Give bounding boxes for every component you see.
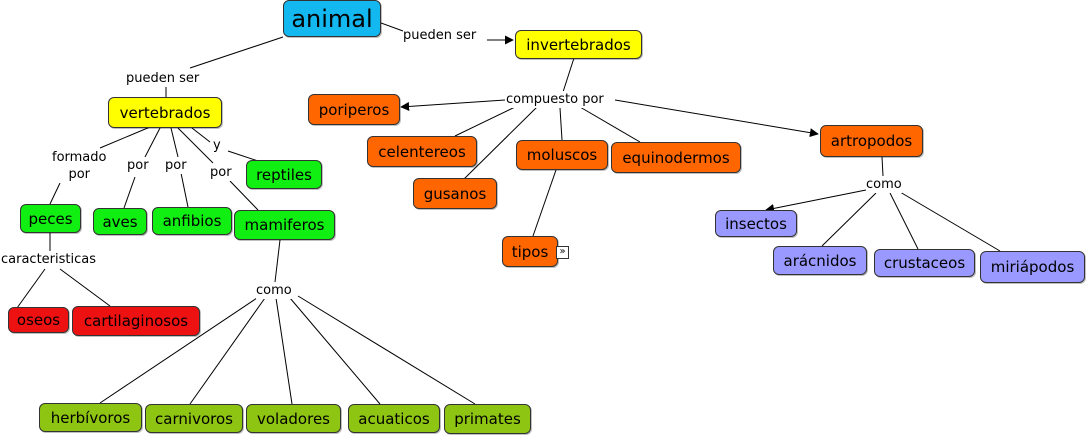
link-compuesto-equino [579,106,641,143]
link-compuesto-moluscos [559,107,563,141]
link-invert-compuesto [562,57,575,93]
link-como-vol [275,297,293,405]
link-vert-por-mamiferos [177,127,214,164]
node-herbivoros[interactable]: herbívoros [39,403,142,432]
node-gusanos[interactable]: gusanos [413,178,497,209]
node-acuaticos[interactable]: acuaticos [348,404,440,433]
node-moluscos[interactable]: moluscos [516,140,608,170]
node-insectos[interactable]: insectos [715,210,797,237]
node-crustaceos[interactable]: crustaceos [874,249,975,277]
link-como-acu [289,297,381,405]
link-y-reptiles [227,150,259,162]
node-invertebrados[interactable]: invertebrados [515,30,642,59]
node-celentereos[interactable]: celentereos [367,136,477,167]
node-tipos[interactable]: tipos [502,236,558,267]
link-label-por-aves: por [127,157,149,174]
link-como-prim [297,295,476,405]
link-por-aves [123,176,136,209]
link-por-mamiferos [229,180,259,211]
link-caract-cartil [59,268,111,307]
link-label-por-anfibios: por [165,157,187,174]
link-animal-vertebrados-a [189,36,284,69]
link-caract-oseos [16,268,46,309]
link-vert-por-anfibios [170,127,179,158]
node-aracnidos[interactable]: arácnidos [773,246,867,275]
node-anfibios[interactable]: anfibios [152,207,232,235]
link-label-caracteristicas: caracteristicas [1,251,96,268]
node-aves[interactable]: aves [93,208,147,235]
link-label-como-mamiferos: como [256,282,292,299]
node-poriperos[interactable]: poriperos [308,94,400,125]
node-primates[interactable]: primates [444,404,531,434]
link-compuesto-poriperos [400,99,506,111]
link-label-por-mamiferos: por [210,164,232,181]
node-equinodermos[interactable]: equinodermos [611,142,741,173]
link-como-herb [99,295,261,404]
link-compuesto-artro [614,99,819,138]
link-label-pueden-ser-right: pueden ser [403,27,477,44]
link-como-carn [189,297,266,405]
node-reptiles[interactable]: reptiles [246,160,322,189]
link-vert-formado [99,126,151,149]
link-label-como-artropodos: como [866,176,902,193]
link-formado-peces [49,182,61,205]
node-miriapodos[interactable]: miriápodos [980,251,1085,283]
link-como-aracnidos [821,192,877,247]
link-mam-como [274,239,281,283]
node-carnivoros[interactable]: carnivoros [145,404,243,433]
node-animal[interactable]: animal [283,0,381,37]
link-label-y: y [213,137,221,154]
link-como-miria [899,191,1001,252]
node-oseos[interactable]: oseos [8,307,69,333]
node-vertebrados[interactable]: vertebrados [108,97,222,128]
expand-double-chevron-icon[interactable]: » [556,246,569,259]
node-mamiferos[interactable]: mamiferos [234,210,335,240]
link-por-anfibios [180,172,189,208]
node-cartilaginosos[interactable]: cartilaginosos [72,306,200,336]
link-label-compuesto-por: compuesto por [506,91,604,108]
link-como-insectos [765,189,867,213]
link-label-pueden-ser-left: pueden ser [126,70,200,87]
node-peces[interactable]: peces [20,204,81,233]
link-compuesto-celent [454,106,516,137]
link-vert-por-aves [144,127,161,158]
link-compuesto-gusanos [462,106,538,181]
link-moluscos-tipos [532,169,557,237]
node-voladores[interactable]: voladores [246,404,341,433]
node-artropodos[interactable]: artropodos [820,125,923,157]
link-label-formado-por: formado por [52,149,107,183]
link-como-crust [889,192,919,250]
link-artro-como [881,156,884,177]
link-vert-y [191,127,211,143]
link-animal-invertebrados-a [380,22,404,32]
